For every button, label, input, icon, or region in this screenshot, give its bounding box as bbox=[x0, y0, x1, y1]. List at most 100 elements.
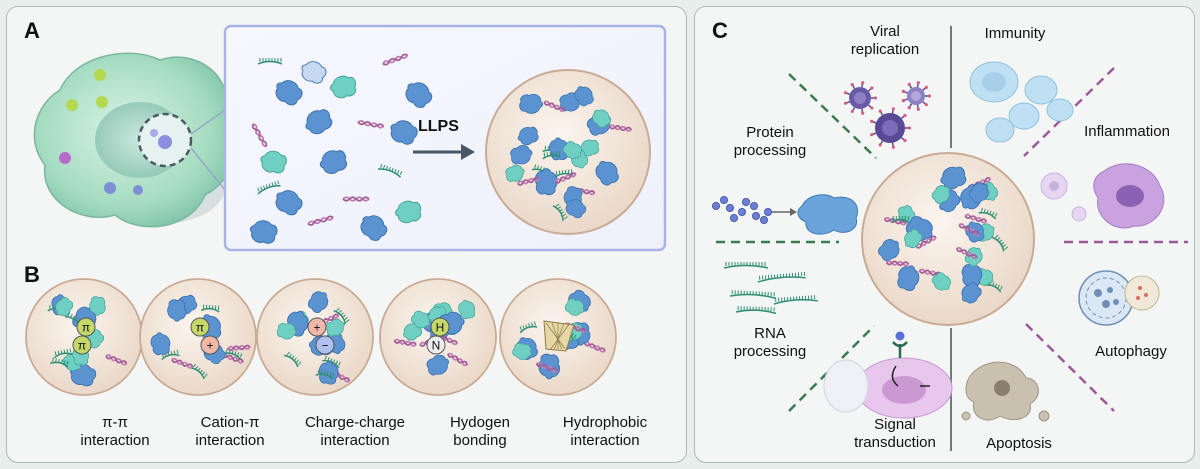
interaction-label-2b: interaction bbox=[195, 432, 265, 449]
protein-icon bbox=[167, 299, 187, 322]
protein-icon bbox=[931, 272, 951, 291]
protein-icon bbox=[330, 75, 357, 99]
cell-illustration bbox=[33, 52, 237, 228]
interaction-symbol-bottom: N bbox=[432, 339, 441, 353]
interaction-droplet bbox=[256, 278, 374, 396]
protein-icon bbox=[505, 164, 525, 182]
protein-icon bbox=[403, 322, 423, 341]
condensed-molecules bbox=[505, 86, 633, 221]
protein-icon bbox=[275, 80, 303, 106]
interaction-label-4a: Hydogen bbox=[449, 414, 511, 431]
interaction-symbol-icon bbox=[76, 317, 96, 337]
interaction-symbol-bottom: − bbox=[321, 339, 328, 353]
protein-icon bbox=[940, 166, 967, 190]
dna-icon bbox=[342, 196, 370, 202]
protein-icon bbox=[319, 150, 348, 174]
interaction-droplets: πππ++−HN bbox=[25, 278, 617, 396]
protein-icon bbox=[565, 199, 587, 219]
label-apoptosis: Apoptosis bbox=[986, 435, 1052, 452]
virus-icon bbox=[849, 87, 925, 143]
protein-icon bbox=[595, 160, 619, 186]
panel-label-b: B bbox=[24, 262, 40, 287]
interaction-label-5b: interaction bbox=[570, 432, 640, 449]
rna-icon bbox=[50, 357, 69, 368]
protein-icon bbox=[878, 239, 900, 262]
dna-icon bbox=[393, 338, 417, 347]
protein-icon bbox=[897, 265, 920, 291]
rna-icon bbox=[284, 351, 302, 368]
label-autophagy: Autophagy bbox=[1095, 343, 1167, 360]
interaction-symbol-icon bbox=[307, 317, 327, 337]
condensate-dot bbox=[150, 129, 158, 137]
protein-icon bbox=[931, 185, 950, 205]
rna-icon bbox=[542, 151, 561, 160]
dna-icon bbox=[357, 120, 385, 129]
interaction-symbol-top: + bbox=[313, 321, 320, 335]
dna-icon bbox=[883, 217, 907, 226]
central-molecules bbox=[878, 166, 1009, 304]
dna-icon bbox=[447, 352, 469, 367]
dna-icon bbox=[543, 100, 566, 112]
interaction-label-3b: interaction bbox=[320, 432, 390, 449]
interaction-symbol-bottom: π bbox=[78, 339, 86, 353]
panel-label-c: C bbox=[712, 18, 728, 43]
rna-icon bbox=[978, 207, 998, 220]
dna-icon bbox=[307, 215, 334, 226]
protein-icon bbox=[458, 299, 476, 320]
rna-icon bbox=[257, 58, 283, 65]
protein-icon bbox=[961, 282, 982, 304]
rna-icon bbox=[377, 163, 403, 178]
protein-icon bbox=[519, 93, 543, 114]
inflammatory-cell-icon bbox=[1040, 163, 1165, 229]
protein-icon bbox=[276, 323, 297, 340]
condensate-dot bbox=[158, 135, 172, 149]
folding-arrow-head bbox=[790, 208, 797, 216]
protein-icon bbox=[301, 61, 327, 84]
dna-icon bbox=[955, 246, 978, 260]
granule bbox=[133, 185, 143, 195]
divider-purple-lower bbox=[1025, 323, 1115, 412]
dna-icon bbox=[554, 172, 577, 184]
label-viral-replication-1: Viral bbox=[870, 23, 900, 40]
granule bbox=[104, 182, 116, 194]
rna-icon bbox=[757, 271, 806, 283]
apoptotic-cell-icon bbox=[961, 361, 1050, 422]
interaction-symbol-icon bbox=[72, 335, 92, 355]
protein-icon bbox=[534, 168, 558, 196]
interaction-label-1b: interaction bbox=[80, 432, 150, 449]
interaction-symbol-icon bbox=[426, 335, 446, 355]
interaction-label-5a: Hydrophobic bbox=[562, 414, 648, 431]
dna-icon bbox=[251, 123, 268, 148]
label-protein-2: processing bbox=[733, 142, 807, 159]
granule bbox=[66, 99, 78, 111]
rna-icon bbox=[890, 215, 910, 223]
dna-icon bbox=[885, 260, 910, 267]
protein-icon bbox=[360, 215, 388, 241]
rna-icon bbox=[552, 203, 568, 221]
dna-icon bbox=[227, 344, 251, 351]
protein-chain-icon bbox=[711, 195, 773, 224]
rna-icon bbox=[53, 348, 73, 359]
rna-icon bbox=[729, 290, 777, 300]
signaling-cell-icon bbox=[823, 331, 953, 419]
llps-label: LLPS bbox=[418, 118, 459, 135]
zoom-box bbox=[223, 24, 667, 252]
interaction-label-3a: Charge-charge bbox=[304, 414, 406, 431]
interaction-symbol-top: π bbox=[196, 321, 204, 335]
protein-icon bbox=[307, 291, 329, 313]
dna-icon bbox=[608, 124, 633, 132]
interaction-label-1a: π-π bbox=[102, 414, 128, 431]
rna-icon bbox=[735, 306, 777, 315]
interaction-symbol-icon bbox=[190, 317, 210, 337]
rna-icon bbox=[257, 180, 281, 195]
protein-icon bbox=[592, 109, 611, 128]
virus-spikes-icon bbox=[843, 81, 932, 149]
protein-icon bbox=[510, 145, 533, 165]
label-signal-1: Signal bbox=[874, 416, 916, 433]
label-viral-replication-2: replication bbox=[850, 41, 920, 58]
interaction-symbol-icon bbox=[200, 335, 220, 355]
rna-icon bbox=[333, 307, 350, 325]
interaction-symbol-icon bbox=[430, 317, 450, 337]
functions-wheel bbox=[711, 26, 1188, 451]
protein-icon bbox=[562, 141, 582, 159]
